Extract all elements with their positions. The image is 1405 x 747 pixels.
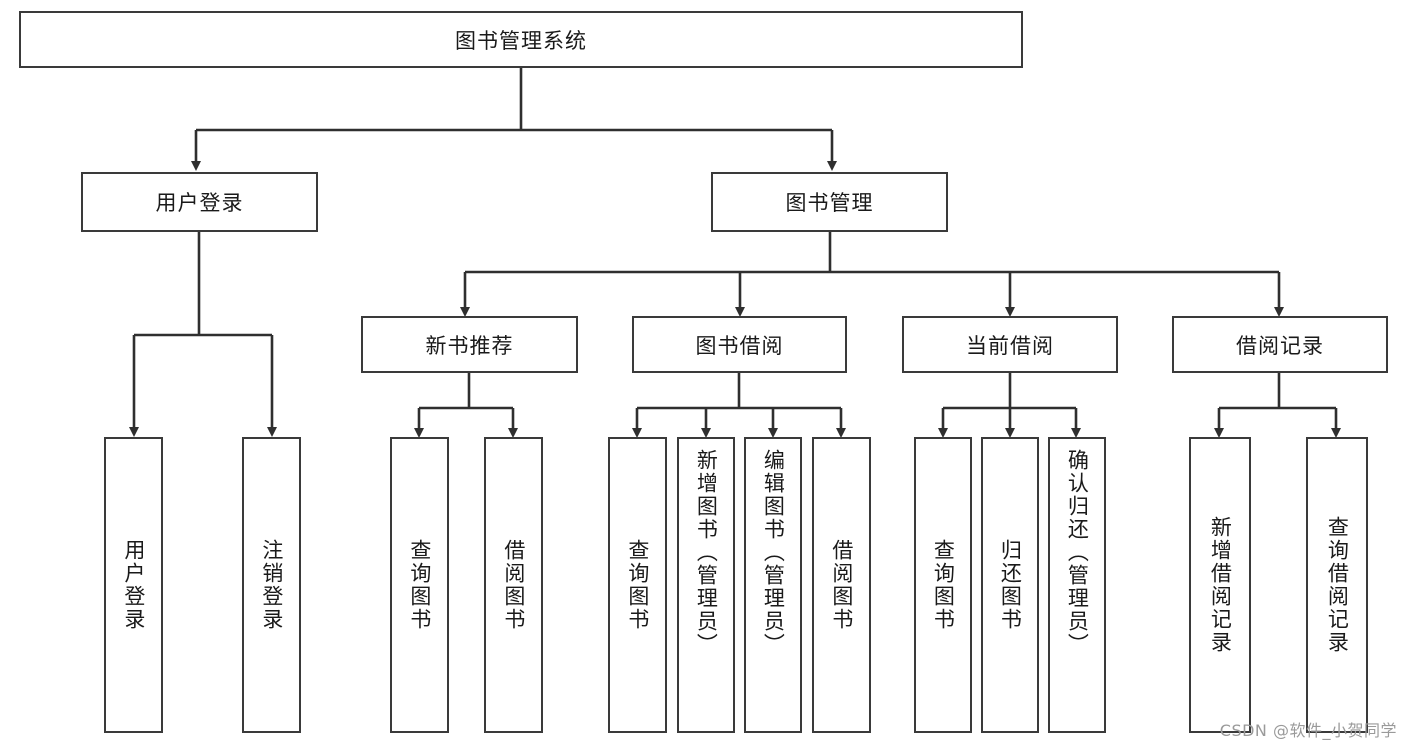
leaf-add-book-label: 新增图书（管理员） bbox=[694, 449, 719, 656]
leaf-edit-book-label: 编辑图书（管理员） bbox=[761, 449, 786, 656]
leaf-return-book-label: 归还图书 bbox=[998, 539, 1023, 631]
node-root-label: 图书管理系统 bbox=[455, 28, 587, 53]
node-book-manage[interactable]: 图书管理 bbox=[711, 172, 948, 232]
leaf-add-record-label: 新增借阅记录 bbox=[1208, 516, 1233, 654]
leaf-logout-label: 注销登录 bbox=[259, 539, 284, 631]
leaf-query-book-1[interactable]: 查询图书 bbox=[390, 437, 449, 733]
leaf-query-book-1-label: 查询图书 bbox=[407, 539, 432, 631]
leaf-logout[interactable]: 注销登录 bbox=[242, 437, 301, 733]
node-borrow-record-label: 借阅记录 bbox=[1236, 333, 1324, 358]
node-root[interactable]: 图书管理系统 bbox=[19, 11, 1023, 68]
node-borrow-record[interactable]: 借阅记录 bbox=[1172, 316, 1388, 373]
node-book-borrow-label: 图书借阅 bbox=[695, 333, 784, 358]
leaf-query-book-3[interactable]: 查询图书 bbox=[914, 437, 972, 733]
node-user-login-label: 用户登录 bbox=[155, 191, 244, 215]
leaf-query-book-2[interactable]: 查询图书 bbox=[608, 437, 667, 733]
leaf-borrow-book-1-label: 借阅图书 bbox=[501, 539, 526, 631]
leaf-add-record[interactable]: 新增借阅记录 bbox=[1189, 437, 1251, 733]
node-user-login[interactable]: 用户登录 bbox=[81, 172, 318, 232]
node-new-book-recommend[interactable]: 新书推荐 bbox=[361, 316, 578, 373]
leaf-user-login-label: 用户登录 bbox=[121, 539, 146, 631]
node-current-borrow[interactable]: 当前借阅 bbox=[902, 316, 1118, 373]
leaf-edit-book[interactable]: 编辑图书（管理员） bbox=[744, 437, 802, 733]
leaf-query-book-3-label: 查询图书 bbox=[931, 539, 956, 631]
leaf-user-login[interactable]: 用户登录 bbox=[104, 437, 163, 733]
node-book-manage-label: 图书管理 bbox=[785, 191, 874, 215]
leaf-borrow-book-1[interactable]: 借阅图书 bbox=[484, 437, 543, 733]
leaf-query-record-label: 查询借阅记录 bbox=[1325, 516, 1350, 654]
leaf-confirm-return[interactable]: 确认归还（管理员） bbox=[1048, 437, 1106, 733]
leaf-add-book[interactable]: 新增图书（管理员） bbox=[677, 437, 735, 733]
node-current-borrow-label: 当前借阅 bbox=[966, 333, 1054, 358]
leaf-confirm-return-label: 确认归还（管理员） bbox=[1065, 449, 1090, 656]
leaf-query-book-2-label: 查询图书 bbox=[625, 539, 650, 631]
watermark: CSDN @软件_小贺同学 bbox=[1219, 721, 1397, 740]
leaf-query-record[interactable]: 查询借阅记录 bbox=[1306, 437, 1368, 733]
node-new-book-recommend-label: 新书推荐 bbox=[425, 333, 514, 358]
node-book-borrow[interactable]: 图书借阅 bbox=[632, 316, 847, 373]
leaf-return-book[interactable]: 归还图书 bbox=[981, 437, 1039, 733]
leaf-borrow-book-2-label: 借阅图书 bbox=[829, 539, 854, 631]
leaf-borrow-book-2[interactable]: 借阅图书 bbox=[812, 437, 871, 733]
